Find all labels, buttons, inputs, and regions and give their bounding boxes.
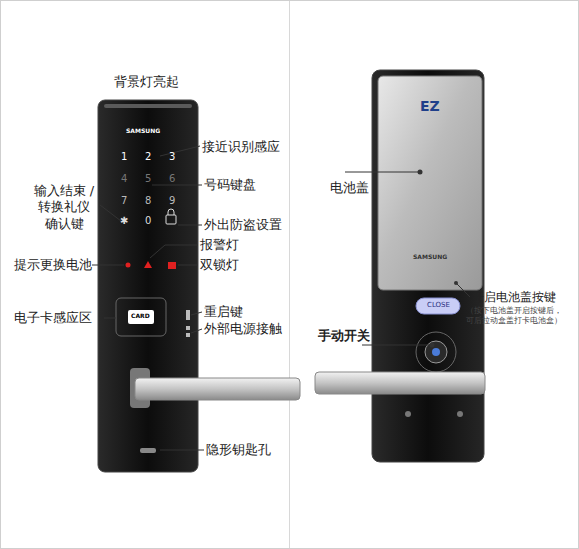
manual-knob — [425, 341, 447, 363]
close-button — [416, 298, 460, 314]
key-digit: 4 — [121, 173, 127, 186]
brand-text: SAMSUNG — [126, 127, 160, 135]
callout-label: 电池盖 — [330, 180, 369, 196]
leader-line — [191, 312, 202, 315]
key-digit: 2 — [145, 151, 151, 164]
leader-lines — [92, 146, 470, 450]
key-digit: 5 — [145, 173, 151, 186]
logo-text: EZ — [420, 98, 440, 116]
callout-label: 外出防盗设置 — [204, 217, 282, 233]
leader-line — [104, 318, 116, 319]
battery-cover — [378, 76, 482, 290]
key-digit: 3 — [169, 151, 175, 164]
leader-line — [178, 265, 198, 266]
key-digit: 6 — [169, 173, 175, 186]
key-digit: 0 — [145, 215, 151, 228]
backlight — [104, 104, 192, 108]
alarm-led — [144, 261, 152, 268]
key-digit: 9 — [169, 195, 175, 208]
double-lock-led — [168, 262, 176, 269]
callout-label: 电子卡感应区 — [14, 310, 92, 326]
leader-line — [160, 450, 204, 451]
lock-back-body — [372, 70, 484, 462]
leader-line — [92, 265, 124, 266]
leader-dot — [454, 281, 458, 285]
lock-icon — [168, 209, 174, 215]
handle — [135, 378, 300, 400]
reset-key — [186, 310, 190, 320]
card-mark — [128, 310, 154, 324]
callout-label: 隐形钥匙孔 — [206, 442, 271, 458]
callout-label: 开启电池盖按键 — [472, 290, 556, 305]
screw — [457, 411, 463, 417]
callout-label: 提示更换电池 — [14, 257, 92, 273]
key-digit: ✱ — [120, 215, 128, 228]
button-text: CLOSE — [427, 301, 450, 310]
callout-label: 重启键 — [204, 304, 243, 320]
callout-label: 号码键盘 — [204, 177, 256, 193]
leader-line — [362, 345, 432, 346]
leader-line — [191, 329, 202, 333]
card-area — [116, 298, 166, 336]
lock-front-body — [98, 100, 198, 472]
leader-line — [100, 205, 121, 221]
power-contact — [186, 333, 190, 337]
leader-line — [345, 172, 420, 173]
leader-dot — [418, 170, 423, 175]
callout-label: 背景灯亮起 — [114, 74, 179, 90]
leader-line — [178, 225, 202, 226]
knob-ring — [416, 332, 456, 372]
card-text: CARD — [131, 312, 150, 320]
power-contact — [186, 326, 190, 330]
callout-label: 报警灯 — [200, 237, 239, 253]
callout-label: 接近识别感应 — [202, 139, 280, 155]
divider — [289, 1, 290, 548]
keyhole — [140, 448, 156, 453]
leader-line — [456, 283, 470, 297]
knob-center — [432, 348, 440, 356]
callout-label: 双锁灯 — [200, 257, 239, 273]
leader-line — [152, 185, 202, 186]
screw — [405, 411, 411, 417]
callout-note: （按下电池盖开启按键后， 可后拉动盒盖打卡电池盒） — [466, 306, 574, 326]
callout-label: 手动开关 — [318, 328, 370, 344]
battery-led — [126, 263, 131, 268]
lock-icon — [166, 215, 176, 224]
leader-line — [160, 146, 200, 156]
leader-line — [150, 245, 198, 258]
leader-dot — [430, 343, 435, 348]
callout-label: 外部电源接触 — [204, 321, 282, 337]
handle — [315, 372, 485, 394]
key-digit: 1 — [121, 151, 127, 164]
key-digit: 7 — [121, 195, 127, 208]
key-digit: 8 — [145, 195, 151, 208]
callout-label: 输入结束 /转换礼仪 确认键 — [26, 183, 102, 232]
brand-text: SAMSUNG — [413, 253, 447, 261]
